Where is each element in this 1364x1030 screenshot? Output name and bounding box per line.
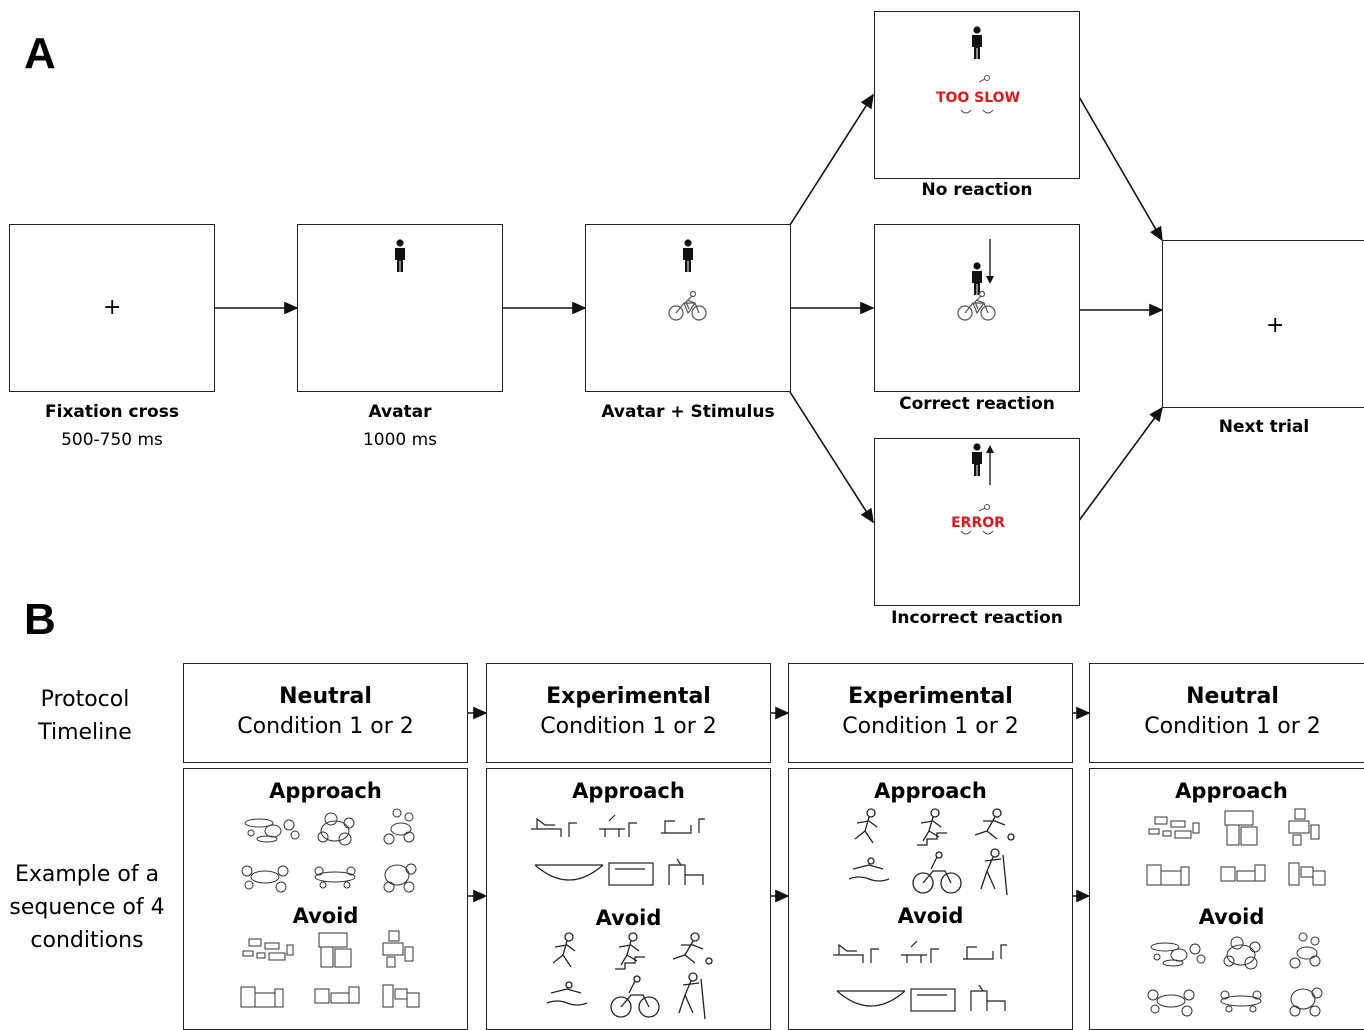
- approach-label: Approach: [874, 779, 987, 803]
- avatar-screen: [297, 224, 503, 392]
- condition-header-1: Neutral Condition 1 or 2: [183, 663, 468, 763]
- next-trial-cross-symbol: +: [1266, 313, 1285, 338]
- condition-subtitle: Condition 1 or 2: [540, 714, 717, 739]
- correct-reaction-title: Correct reaction: [899, 394, 1055, 414]
- avoid-label: Avoid: [292, 904, 359, 928]
- incorrect-reaction-title: Incorrect reaction: [891, 608, 1063, 628]
- correct-reaction-screen: [874, 224, 1080, 392]
- condition-title: Neutral: [1186, 684, 1279, 709]
- fallen-stimulus-icon: [960, 75, 994, 114]
- next-trial-caption: Next trial: [1162, 413, 1364, 441]
- condition-header-3: Experimental Condition 1 or 2: [788, 663, 1073, 763]
- avatar-person-icon: [972, 262, 982, 295]
- arrow-down-icon: [986, 239, 994, 284]
- sedentary-activity-icons: [833, 940, 1007, 1012]
- fixation-title: Fixation cross: [45, 402, 179, 422]
- avatar-stimulus-caption: Avatar + Stimulus: [575, 398, 801, 426]
- avoid-label: Avoid: [897, 904, 964, 928]
- avoid-label: Avoid: [595, 906, 662, 930]
- avatar-person-icon: [395, 239, 405, 272]
- next-trial-title: Next trial: [1218, 417, 1310, 437]
- no-reaction-caption: No reaction: [864, 176, 1090, 204]
- abstract-rectangles-icons: [1146, 808, 1326, 886]
- avatar-person-icon: [683, 239, 693, 272]
- panel-b-letter: B: [24, 595, 56, 644]
- condition-header-2: Experimental Condition 1 or 2: [486, 663, 771, 763]
- incorrect-reaction-caption: Incorrect reaction: [864, 604, 1090, 632]
- correct-reaction-caption: Correct reaction: [864, 390, 1090, 418]
- avatar-person-icon: [972, 443, 982, 476]
- avoid-label: Avoid: [1198, 905, 1265, 929]
- approach-label: Approach: [572, 779, 685, 803]
- avatar-stimulus-title: Avatar + Stimulus: [601, 402, 775, 422]
- avatar-person-icon: [972, 26, 982, 59]
- condition-example-4: Approach Avoid: [1089, 768, 1364, 1030]
- arrow-up-icon: [986, 445, 994, 485]
- condition-title: Experimental: [546, 684, 711, 709]
- condition-example-3: Approach Avoid: [788, 768, 1073, 1030]
- error-feedback: ERROR: [951, 515, 1005, 531]
- fixation-caption: Fixation cross 500-750 ms: [9, 398, 215, 454]
- condition-title: Neutral: [279, 684, 372, 709]
- cyclist-icon: [957, 290, 996, 321]
- fixation-cross-symbol: +: [103, 295, 122, 320]
- approach-label: Approach: [1175, 779, 1288, 803]
- physical-activity-icons: [848, 808, 1015, 896]
- panel-a-arrows: [214, 93, 1164, 524]
- incorrect-reaction-screen: ERROR: [874, 438, 1080, 606]
- condition-header-4: Neutral Condition 1 or 2: [1089, 663, 1364, 763]
- abstract-circles-icons: [241, 808, 417, 893]
- next-trial-screen: +: [1162, 240, 1364, 408]
- condition-subtitle: Condition 1 or 2: [842, 714, 1019, 739]
- condition-example-1: Approach Avoid: [183, 768, 468, 1030]
- approach-label: Approach: [269, 779, 382, 803]
- abstract-rectangles-icons: [240, 930, 420, 1008]
- avatar-title: Avatar: [368, 402, 432, 422]
- fallen-stimulus-icon: [960, 504, 994, 535]
- condition-subtitle: Condition 1 or 2: [1144, 714, 1321, 739]
- protocol-timeline-label: Protocol Timeline: [38, 687, 132, 745]
- condition-title: Experimental: [848, 684, 1013, 709]
- sedentary-activity-icons: [531, 814, 705, 886]
- cyclist-icon: [668, 290, 707, 321]
- panel-a-letter: A: [24, 29, 56, 78]
- no-reaction-title: No reaction: [921, 180, 1033, 200]
- too-slow-feedback: TOO SLOW: [935, 90, 1021, 106]
- no-reaction-screen: TOO SLOW: [874, 11, 1080, 179]
- avatar-caption: Avatar 1000 ms: [297, 398, 503, 454]
- condition-example-2: Approach Avoid: [486, 768, 771, 1030]
- avatar-duration: 1000 ms: [362, 430, 438, 450]
- avatar-stimulus-screen: [585, 224, 791, 392]
- fixation-duration: 500-750 ms: [61, 430, 163, 450]
- condition-subtitle: Condition 1 or 2: [237, 714, 414, 739]
- physical-activity-icons: [546, 932, 713, 1020]
- abstract-circles-icons: [1147, 932, 1323, 1017]
- fixation-screen: +: [9, 224, 215, 392]
- sequence-example-label: Example of a sequence of 4 conditions: [9, 862, 165, 953]
